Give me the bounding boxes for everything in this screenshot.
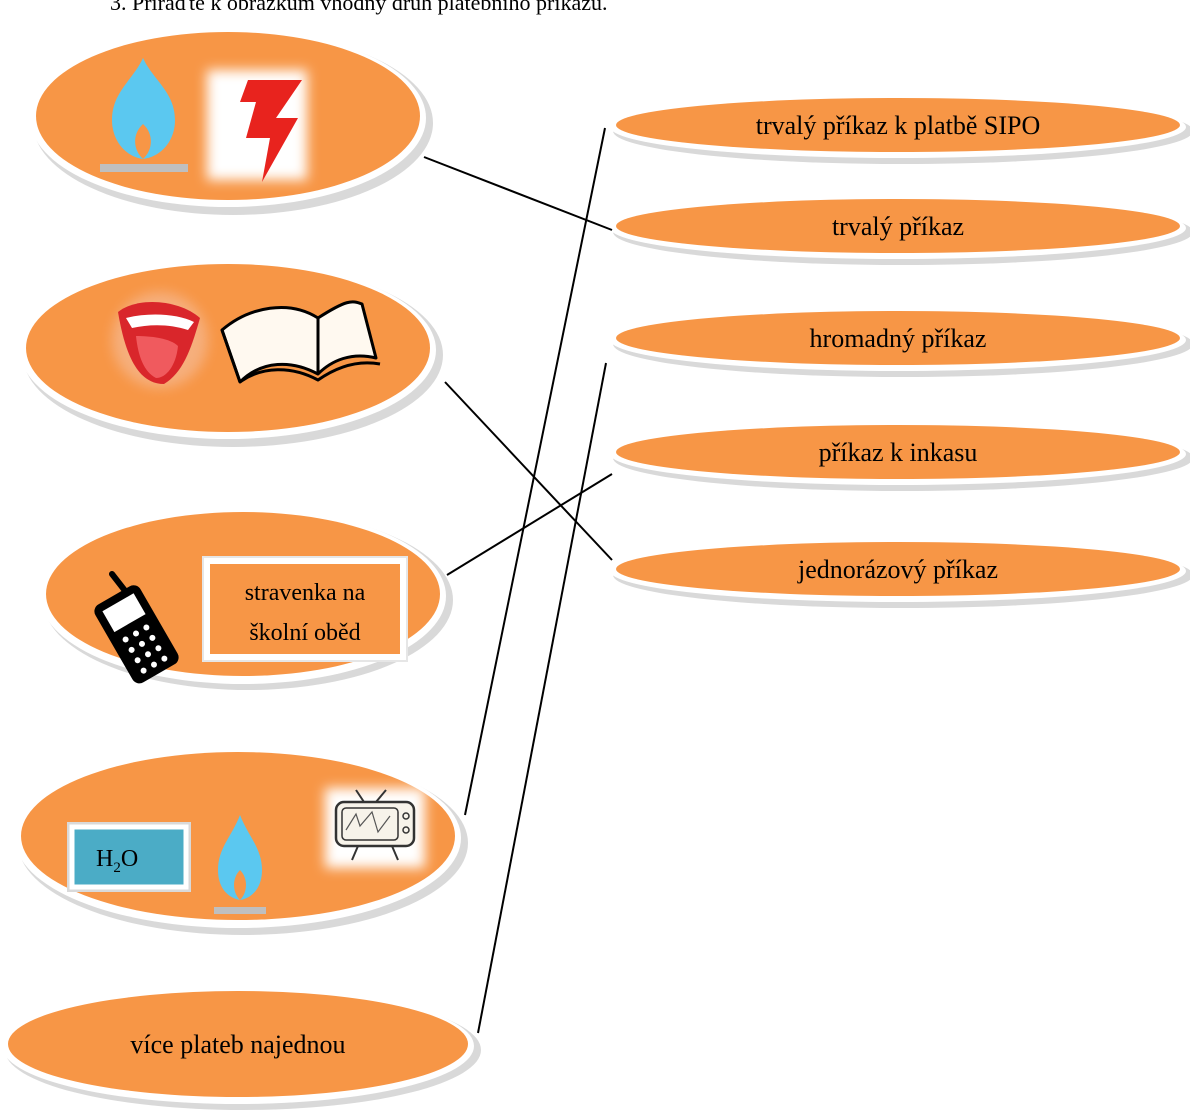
- left-oval-label: více plateb najednou: [130, 1030, 345, 1059]
- oval-shape: [616, 542, 1180, 596]
- right-oval-bulk-order[interactable]: hromadný příkaz: [610, 309, 1190, 377]
- connector-multiple-to-bulk-order: [477, 362, 607, 1034]
- right-oval-label: příkaz k inkasu: [819, 438, 978, 467]
- oval-shape: [616, 199, 1180, 253]
- meal-voucher-box: stravenka na školní oběd: [202, 556, 408, 662]
- connector-energy-to-standing-order: [423, 156, 613, 231]
- connector-phone-to-collection-order: [446, 473, 613, 576]
- lightning-bolt-icon: [207, 70, 307, 182]
- left-oval-phone-meal[interactable]: stravenka na školní oběd: [40, 508, 453, 690]
- left-oval-multiple-payments[interactable]: více plateb najednou: [2, 988, 481, 1110]
- right-oval-label: trvalý příkaz: [832, 212, 964, 241]
- connector-utilities-to-sipo: [464, 127, 606, 816]
- oval-shape: [616, 425, 1180, 479]
- water-icon: H2O: [67, 822, 191, 892]
- svg-text:H2O: H2O: [96, 846, 138, 876]
- connector-lines: [423, 127, 613, 1034]
- right-oval-label: trvalý příkaz k platbě SIPO: [756, 111, 1041, 140]
- meal-voucher-line-1: stravenka na: [245, 580, 366, 606]
- water-label-sub: 2: [113, 860, 121, 876]
- right-oval-sipo[interactable]: trvalý příkaz k platbě SIPO: [610, 96, 1190, 164]
- television-icon: [325, 788, 425, 868]
- right-oval-label: jednorázový příkaz: [797, 555, 998, 584]
- open-book-icon: [220, 300, 381, 384]
- oval-shape: [8, 991, 468, 1097]
- meal-voucher-line-2: školní oběd: [249, 620, 360, 646]
- mobile-phone-icon: [94, 571, 179, 684]
- oval-shape: [616, 98, 1180, 152]
- mouth-icon: [112, 292, 208, 388]
- left-oval-language-book[interactable]: [20, 261, 443, 447]
- oval-shape: [616, 311, 1180, 365]
- task-caption: 3. Přiřaďte k obrázkům vhodný druh plate…: [110, 0, 608, 15]
- right-oval-label: hromadný příkaz: [810, 324, 987, 353]
- water-label-h: H: [96, 846, 113, 872]
- water-label-o: O: [121, 846, 138, 872]
- left-oval-energy[interactable]: [30, 29, 433, 215]
- connector-book-to-single-order: [444, 381, 613, 561]
- left-oval-utilities-tv[interactable]: H2O: [15, 748, 468, 935]
- right-oval-single-order[interactable]: jednorázový příkaz: [610, 540, 1190, 608]
- right-oval-collection-order[interactable]: příkaz k inkasu: [610, 423, 1190, 491]
- gas-flame-icon: [214, 815, 266, 914]
- gas-flame-icon: [100, 58, 188, 172]
- right-oval-standing-order[interactable]: trvalý příkaz: [610, 197, 1190, 265]
